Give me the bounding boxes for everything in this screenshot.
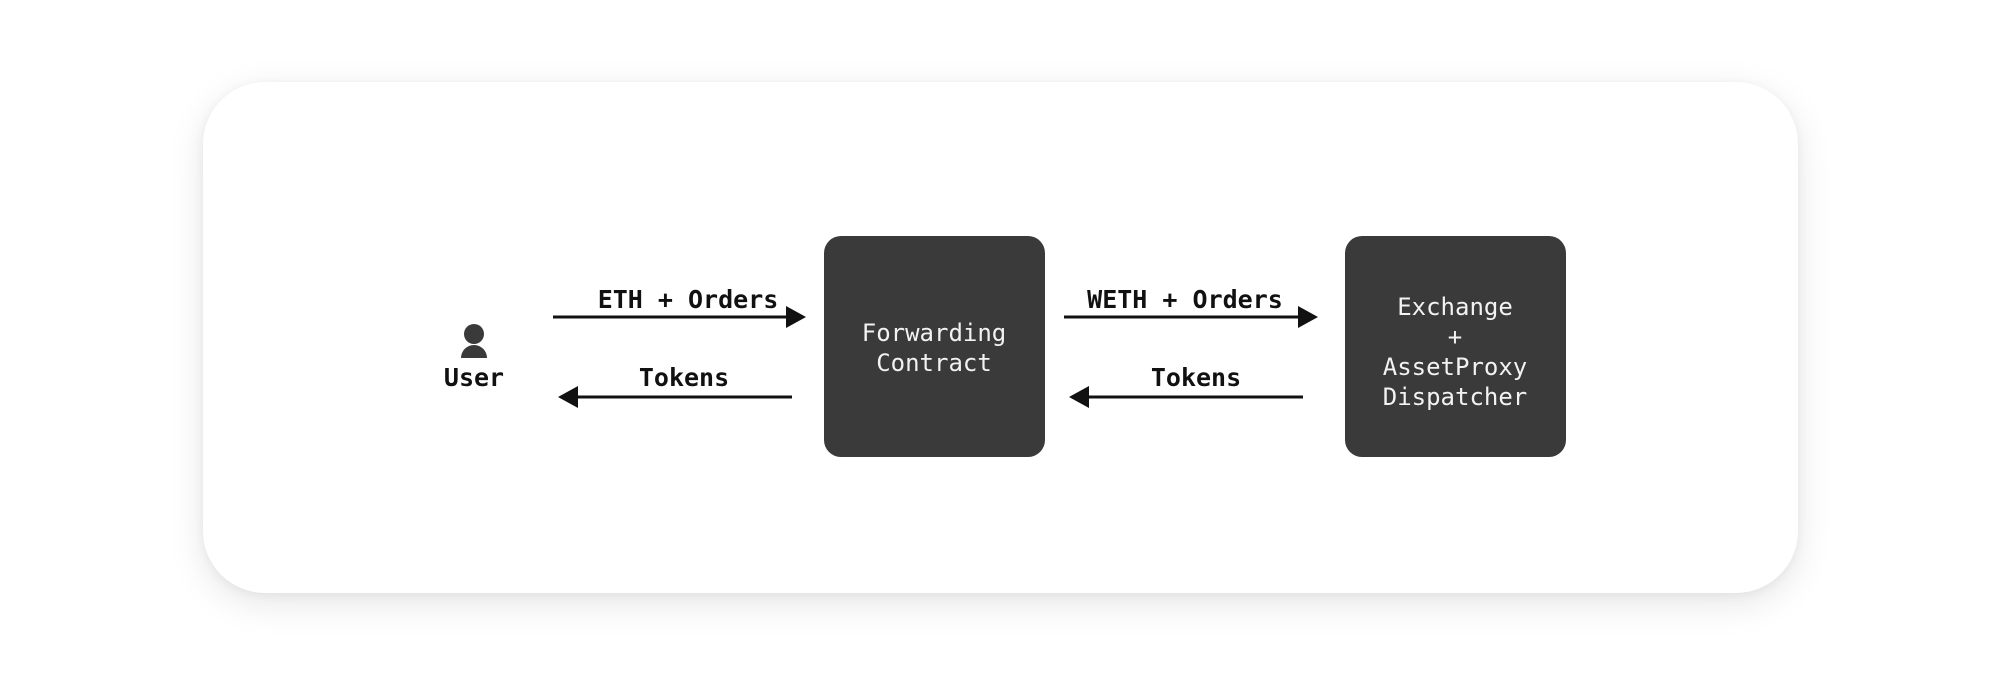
- node-label-line: +: [1448, 323, 1462, 351]
- node-label-line: Dispatcher: [1383, 383, 1528, 411]
- node-forwarding-contract: Forwarding Contract: [824, 236, 1045, 457]
- edge-weth-orders: WETH + Orders: [1064, 285, 1318, 328]
- node-box: [824, 236, 1045, 457]
- user-label: User: [444, 363, 504, 392]
- edge-label-weth-orders: WETH + Orders: [1087, 285, 1283, 314]
- edge-label-tokens-user: Tokens: [639, 363, 729, 392]
- node-label-line: AssetProxy: [1383, 353, 1528, 381]
- edge-label-eth-orders: ETH + Orders: [598, 285, 779, 314]
- user-actor: User: [444, 324, 504, 392]
- edge-eth-orders: ETH + Orders: [553, 285, 806, 328]
- arrow-head: [1298, 306, 1318, 328]
- node-box: [1345, 236, 1566, 457]
- edge-label-tokens-forwarding: Tokens: [1151, 363, 1241, 392]
- arrow-head: [1069, 386, 1089, 408]
- node-exchange-dispatcher: Exchange + AssetProxy Dispatcher: [1345, 236, 1566, 457]
- node-label-line: Exchange: [1397, 293, 1513, 321]
- edge-tokens-to-user: Tokens: [558, 363, 792, 408]
- arrow-head: [558, 386, 578, 408]
- node-label-line: Contract: [876, 349, 992, 377]
- node-label-line: Forwarding: [862, 319, 1007, 347]
- edge-tokens-to-forwarding: Tokens: [1069, 363, 1303, 408]
- arrow-head: [786, 306, 806, 328]
- user-icon: [461, 324, 487, 358]
